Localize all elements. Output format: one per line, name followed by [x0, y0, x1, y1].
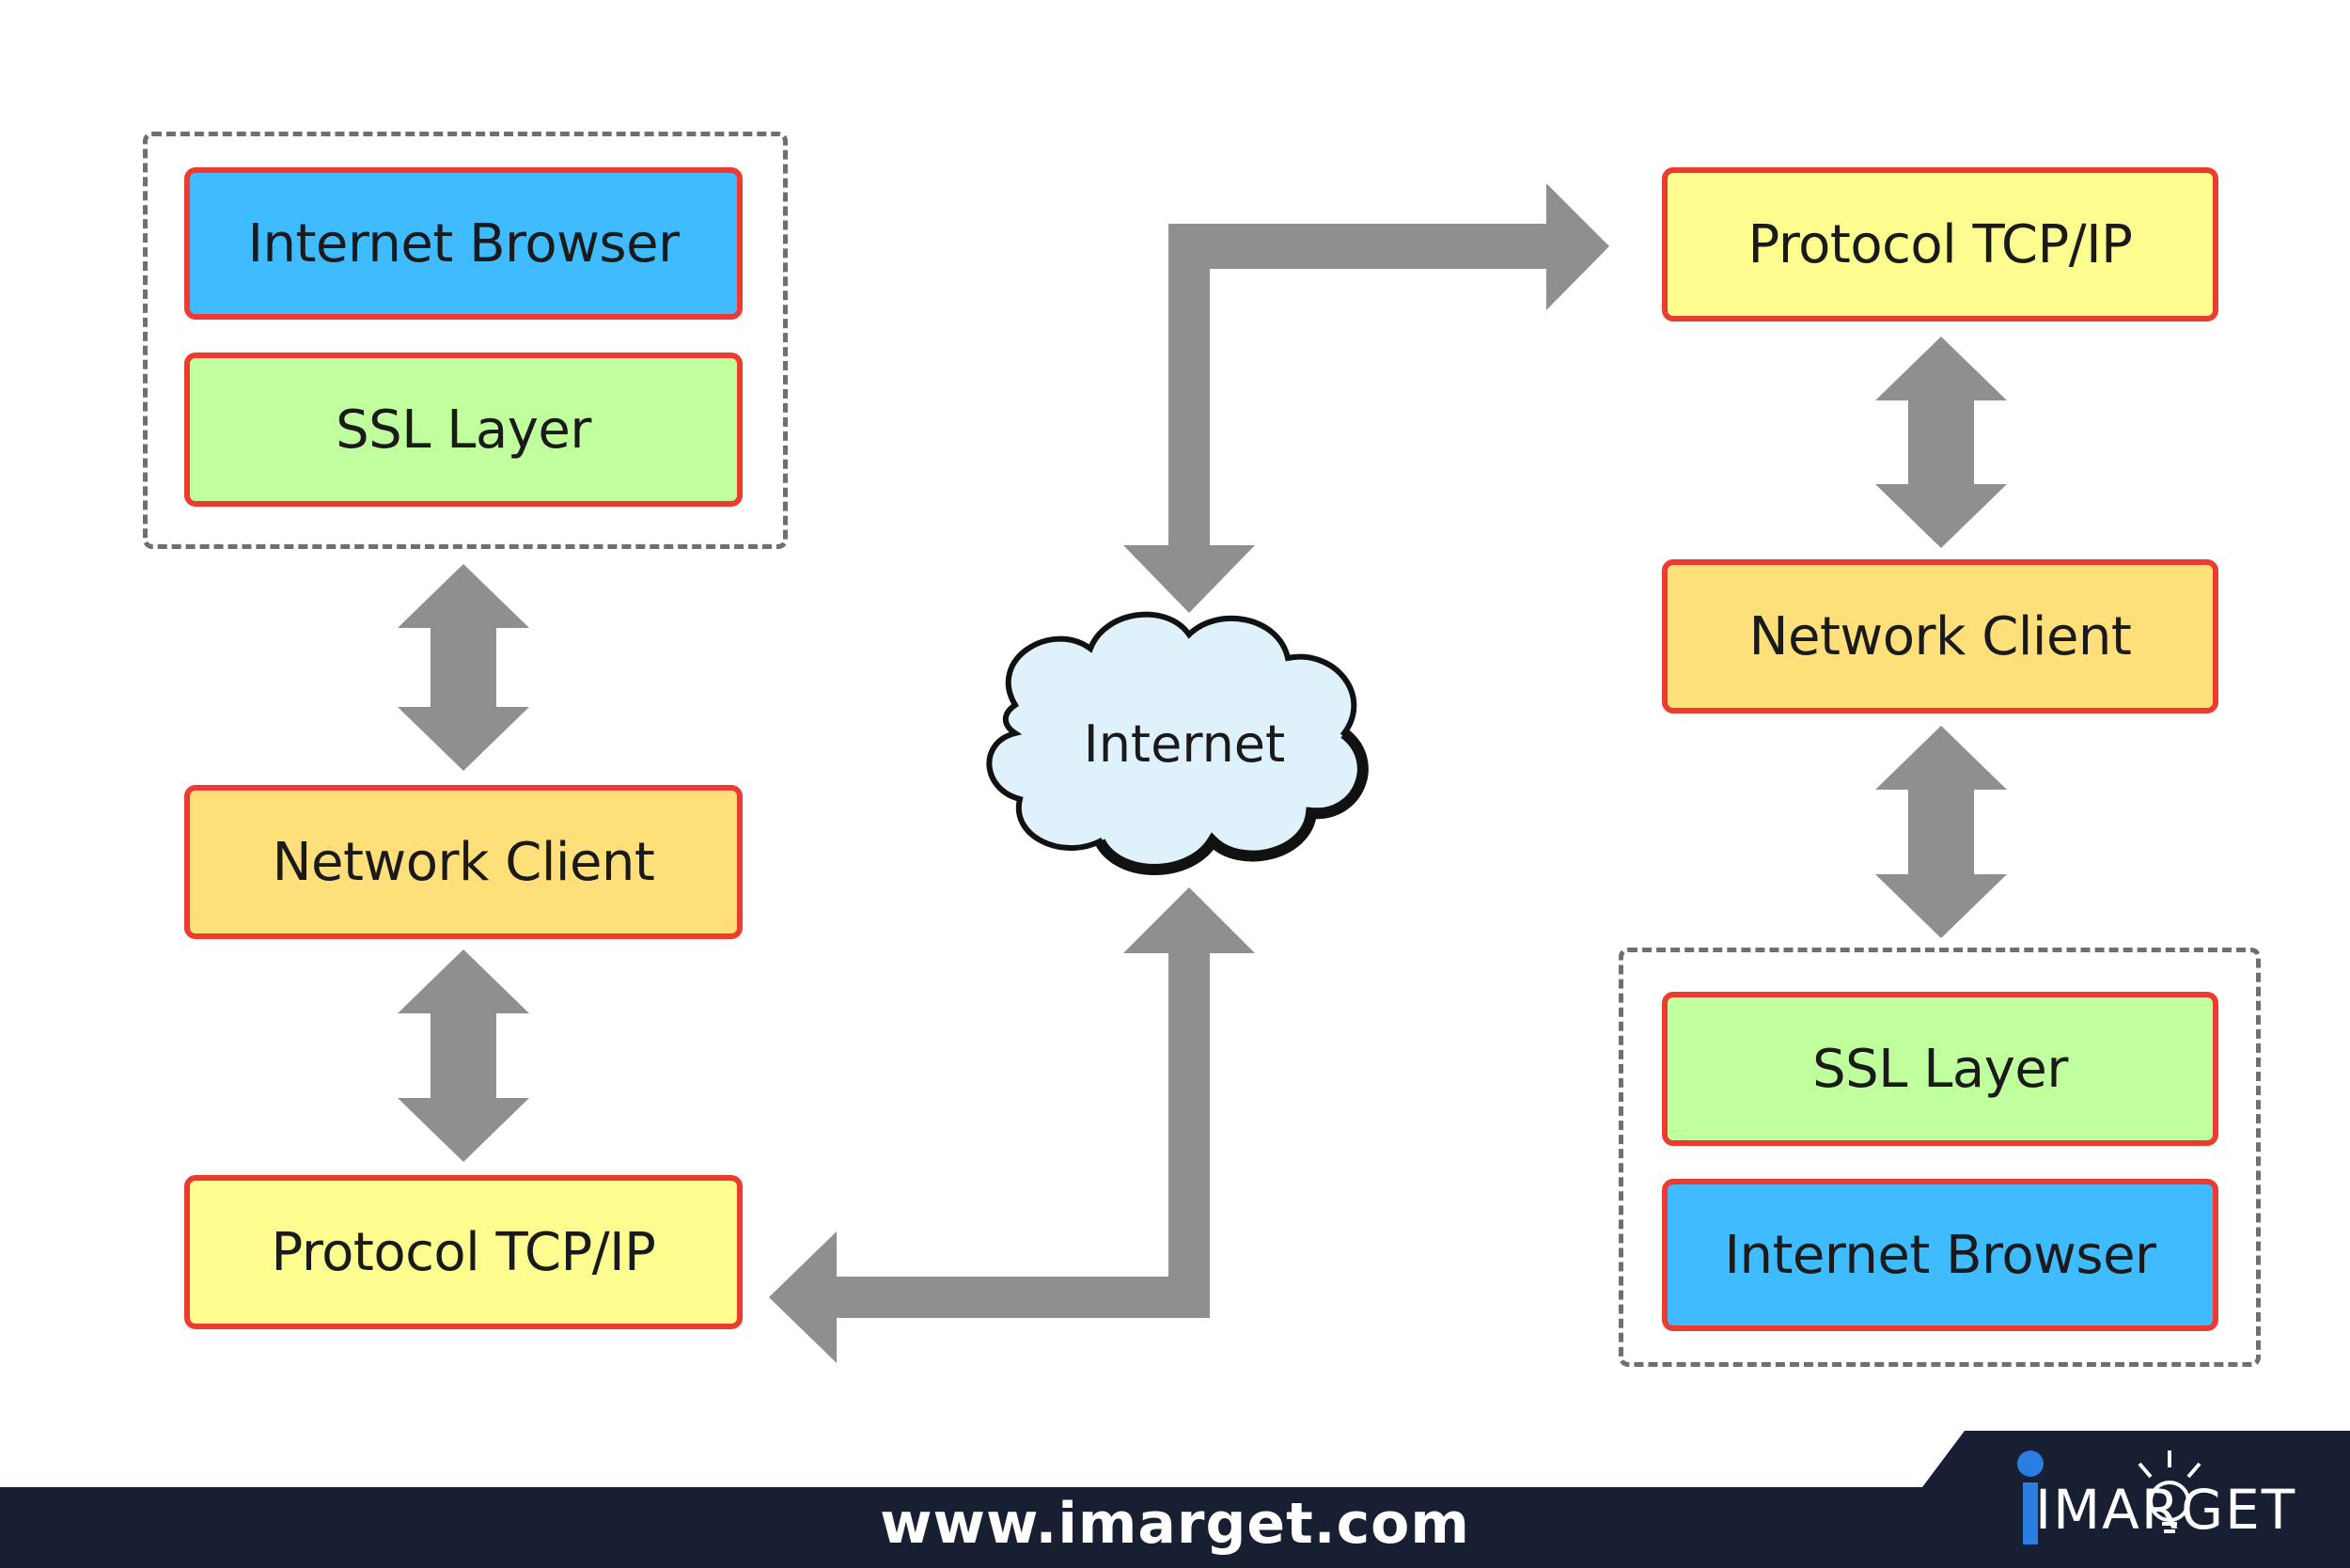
imarget-logo-icon: [2017, 1450, 2201, 1544]
left-ssl-layer-label: SSL Layer: [336, 399, 591, 461]
double-arrow-left-bottom: [398, 949, 529, 1162]
arrow-internet-to-right-protocol: [1123, 183, 1609, 613]
right-secure-group: [1619, 948, 2261, 1367]
internet-label: Internet: [1083, 714, 1286, 774]
left-secure-group: [143, 132, 788, 549]
arrow-left-protocol-to-internet: [769, 887, 1255, 1363]
right-network-client-box: Network Client: [1662, 559, 2218, 713]
left-protocol-box: Protocol TCP/IP: [184, 1175, 743, 1329]
left-network-client-label: Network Client: [272, 831, 655, 893]
footer-website-url: www.imarget.com: [880, 1491, 1470, 1557]
double-arrow-right-top: [1875, 337, 2007, 548]
right-protocol-label: Protocol TCP/IP: [1747, 213, 2133, 275]
right-network-client-label: Network Client: [1748, 605, 2132, 667]
double-arrow-left-top: [398, 564, 529, 771]
footer-logo-tab: [1871, 1431, 2350, 1568]
left-network-client-box: Network Client: [184, 785, 743, 939]
double-arrow-right-bottom: [1875, 726, 2007, 938]
left-protocol-label: Protocol TCP/IP: [271, 1221, 656, 1283]
left-ssl-layer-box: SSL Layer: [184, 353, 743, 507]
left-internet-browser-label: Internet Browser: [247, 212, 680, 274]
left-internet-browser-box: Internet Browser: [184, 167, 743, 320]
right-ssl-layer-label: SSL Layer: [1812, 1038, 2068, 1100]
right-protocol-box: Protocol TCP/IP: [1662, 167, 2218, 321]
right-internet-browser-box: Internet Browser: [1662, 1179, 2218, 1331]
footer-logo-text: IMARGET: [2035, 1478, 2297, 1542]
right-ssl-layer-box: SSL Layer: [1662, 992, 2218, 1146]
right-internet-browser-label: Internet Browser: [1724, 1224, 2156, 1286]
